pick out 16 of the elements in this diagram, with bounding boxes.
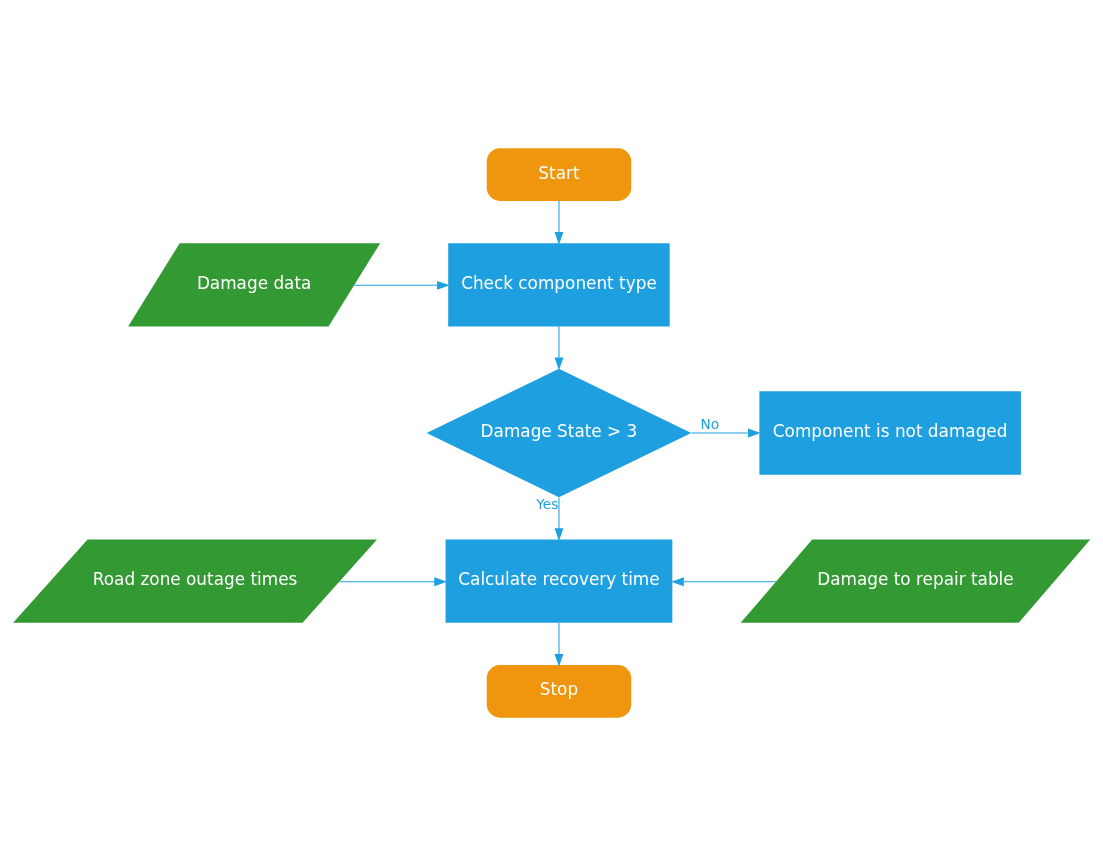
node-box: Calculate recovery time xyxy=(445,539,673,623)
arrow xyxy=(338,576,447,586)
edge-label: Yes xyxy=(536,495,559,512)
node-box: Stop xyxy=(486,664,632,718)
arrow xyxy=(671,576,777,586)
arrow xyxy=(690,428,761,437)
arrow xyxy=(353,280,450,290)
arrow xyxy=(554,621,564,667)
node-diamond: Damage State > 3 xyxy=(426,368,692,497)
edge-label: No xyxy=(700,415,720,432)
arrow xyxy=(554,325,564,370)
arrow xyxy=(554,199,564,245)
node-box: Check component type xyxy=(448,242,670,326)
node-box: Component is not damaged xyxy=(759,390,1021,475)
node-box: Start xyxy=(486,147,632,201)
arrow xyxy=(554,496,564,541)
